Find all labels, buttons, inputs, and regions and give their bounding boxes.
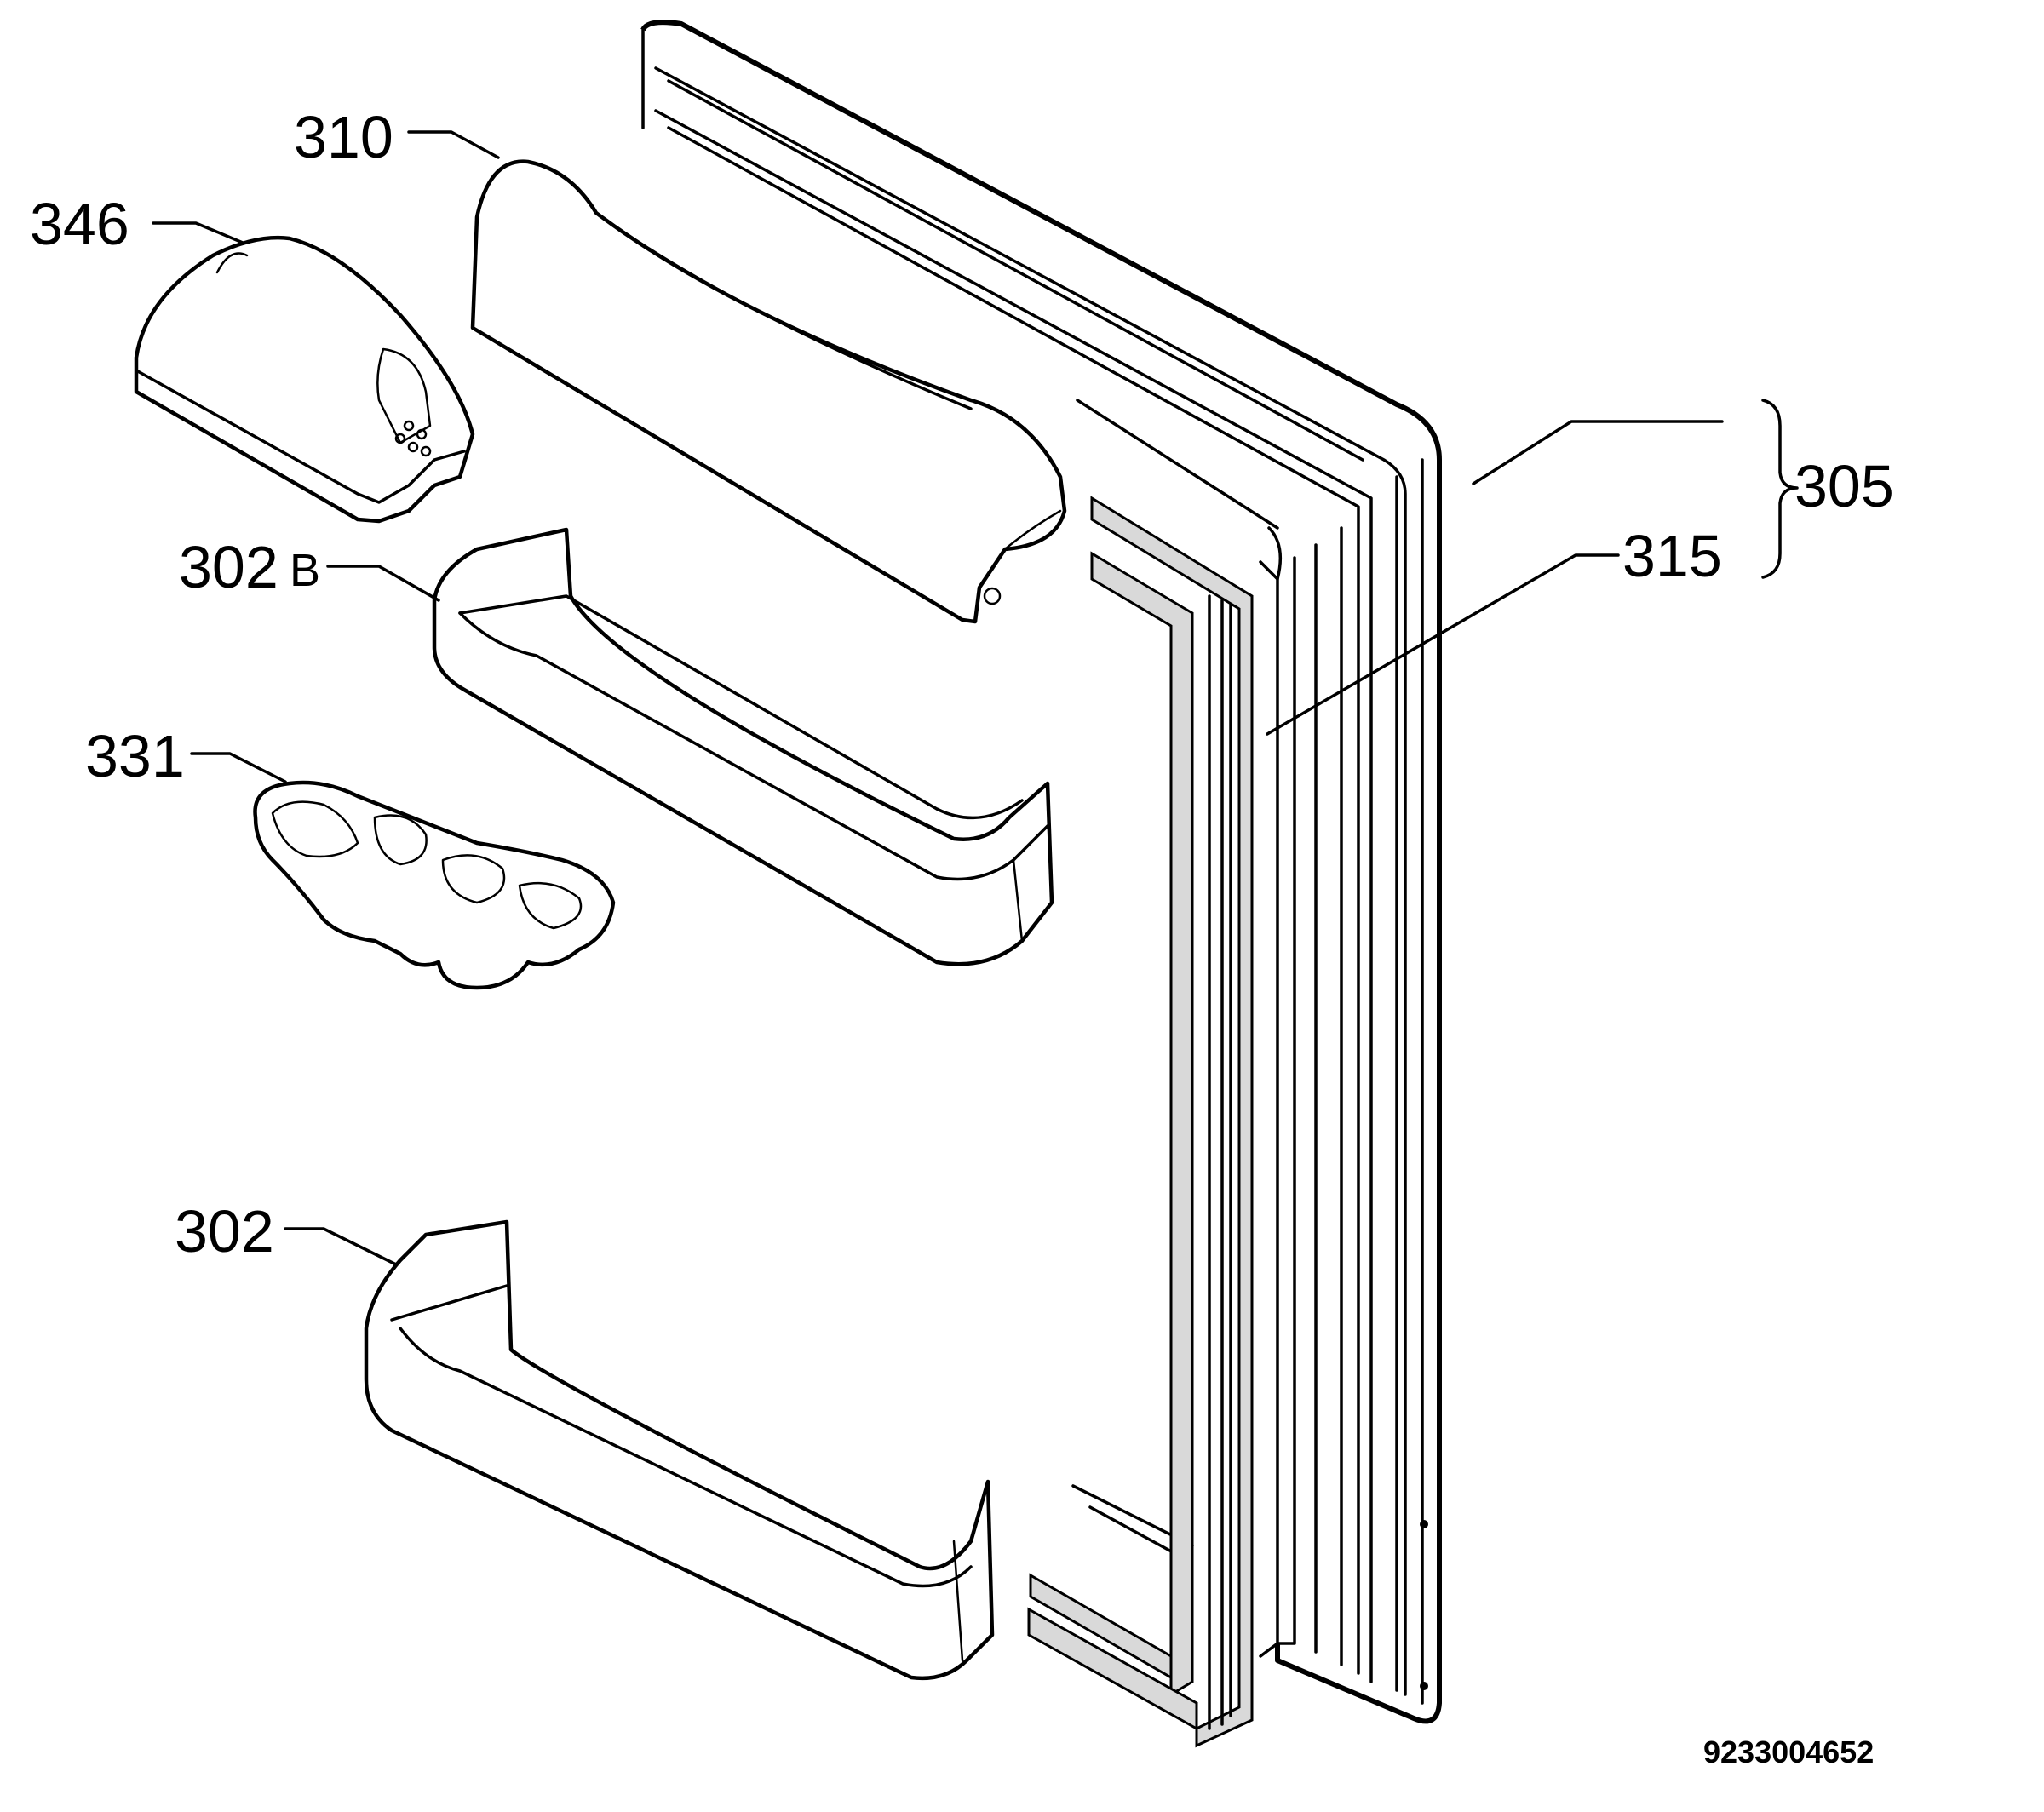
leader-315 <box>1266 553 1620 736</box>
callout-302b-suffix: B <box>290 545 320 596</box>
part-302-lower-door-bin <box>364 1219 995 1680</box>
leader-302b <box>326 565 440 602</box>
part-331-egg-tray <box>253 780 616 990</box>
leader-305 <box>1472 420 1724 485</box>
leader-310 <box>407 130 500 159</box>
callout-346: 346 <box>30 191 129 257</box>
leader-302 <box>284 1227 398 1266</box>
callout-331: 331 <box>85 723 185 789</box>
callout-302b-number: 302 <box>179 534 278 600</box>
leader-lines <box>152 130 1724 1266</box>
callout-310: 310 <box>294 104 393 170</box>
part-346-butter-compartment <box>134 235 475 524</box>
callout-302: 302 <box>175 1198 274 1264</box>
document-number: 9233004652 <box>1703 1735 1874 1769</box>
part-302b-upper-door-bin <box>432 527 1054 966</box>
leader-331 <box>190 752 287 783</box>
leader-346 <box>152 221 244 244</box>
door-gasket <box>1027 496 1254 1748</box>
callout-305: 305 <box>1794 453 1894 519</box>
brace-305 <box>1761 399 1799 579</box>
part-310-top-shelf <box>470 159 1067 624</box>
callout-315: 315 <box>1622 523 1722 589</box>
